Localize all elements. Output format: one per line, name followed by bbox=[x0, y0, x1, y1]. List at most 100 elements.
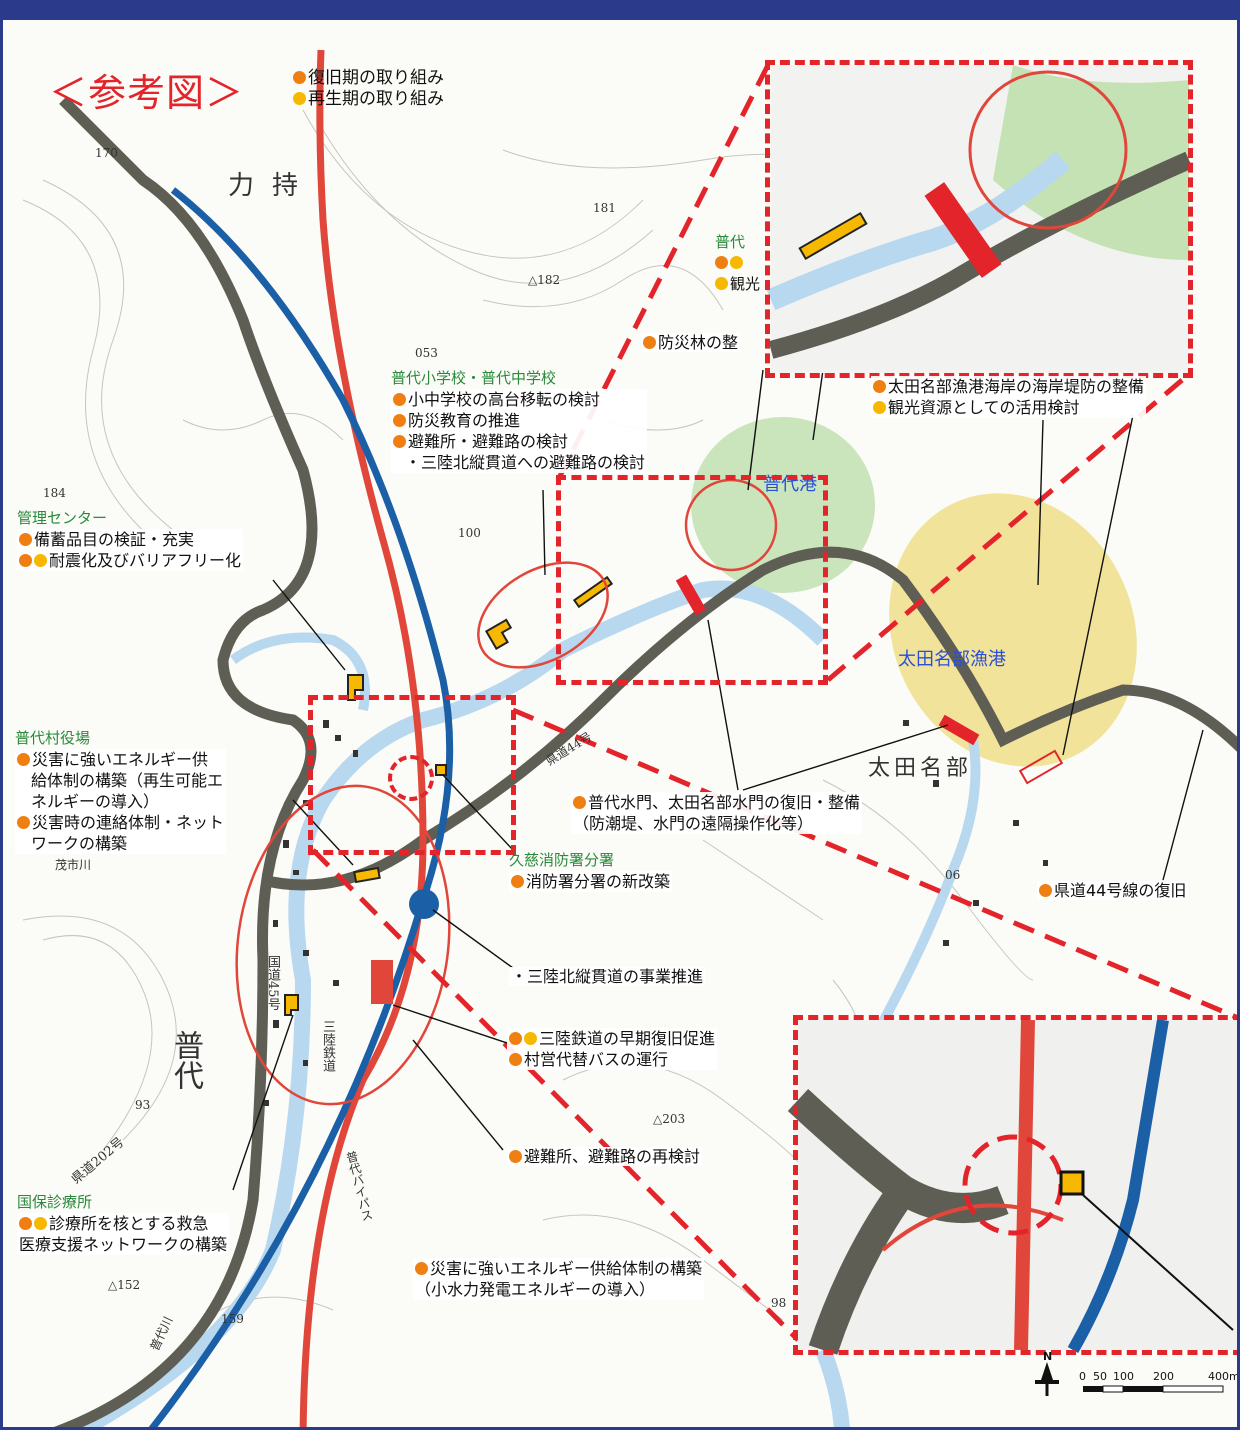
yellow-dot-icon bbox=[34, 554, 47, 567]
otanabe-gate-mark bbox=[938, 714, 980, 746]
callout-gates: 普代水門、太田名部水門の復旧・整備 （防潮堤、水門の遠隔操作化等） bbox=[571, 792, 863, 834]
callout-forest: 防災林の整 bbox=[641, 332, 741, 353]
callout-route44: 県道44号線の復旧 bbox=[1037, 880, 1189, 901]
inset-top-right bbox=[766, 65, 1193, 373]
callout-school-item-1: 小中学校の高台移転の検討 bbox=[408, 390, 601, 409]
zoom-box-inset-bottom bbox=[793, 1015, 1237, 1355]
north-label: N bbox=[1043, 1350, 1053, 1363]
zoom-circle-center bbox=[388, 755, 434, 801]
orange-dot-icon bbox=[19, 554, 32, 567]
orange-dot-icon bbox=[643, 336, 656, 349]
callout-fire-header: 久慈消防署分署 bbox=[509, 851, 615, 869]
label-height-100: 100 bbox=[458, 526, 481, 540]
orange-dot-icon bbox=[873, 380, 886, 393]
callout-office-item-3: ネルギーの導入） bbox=[31, 792, 160, 811]
callout-school-item-2: 防災教育の推進 bbox=[408, 411, 521, 430]
zoom-box-center bbox=[308, 695, 516, 855]
label-momoichi: 茂市川 bbox=[55, 858, 92, 872]
building-marks bbox=[263, 720, 1048, 1106]
orange-dot-icon bbox=[293, 71, 306, 84]
callout-center-item-2: 耐震化及びバリアフリー化 bbox=[49, 551, 242, 570]
callout-gates-item-2: （防潮堤、水門の遠隔操作化等） bbox=[573, 814, 814, 833]
orange-dot-icon bbox=[1039, 884, 1052, 897]
orange-dot-icon bbox=[415, 1262, 428, 1275]
yellow-dot-icon bbox=[293, 92, 306, 105]
orange-dot-icon bbox=[509, 1032, 522, 1045]
callout-office-item-1: 災害に強いエネルギー供 bbox=[32, 750, 209, 769]
callout-forest-text: 防災林の整 bbox=[658, 333, 739, 352]
page-title: ＜参考図＞ bbox=[49, 71, 245, 115]
legend-restoration: 復旧期の取り組み bbox=[308, 68, 444, 88]
label-route45: 国道45号 bbox=[265, 955, 280, 1011]
callout-port-top-header: 普代 bbox=[715, 233, 746, 251]
scale-400: 400m bbox=[1208, 1370, 1240, 1383]
callout-school-item-3: 避難所・避難路の検討 bbox=[408, 432, 569, 451]
callout-hydro: 災害に強いエネルギー供給体制の構築 （小水力発電エネルギーの導入） bbox=[413, 1258, 705, 1300]
label-fudai: 普代 bbox=[168, 1030, 203, 1090]
orange-dot-icon bbox=[393, 414, 406, 427]
callout-port-top-item: 観光 bbox=[730, 275, 761, 293]
label-otanabe: 太田名部 bbox=[868, 756, 973, 781]
orange-dot-icon bbox=[393, 435, 406, 448]
label-height-159: 159 bbox=[221, 1312, 244, 1326]
orange-dot-icon bbox=[715, 256, 728, 269]
callout-clinic: 国保診療所 診療所を核とする救急 医療支援ネットワークの構築 bbox=[17, 1192, 230, 1255]
momoichi-river bbox=[230, 632, 370, 711]
zoom-box-inset-top bbox=[765, 60, 1193, 378]
callout-expressway: ・三陸北縦貫道の事業推進 bbox=[509, 966, 706, 987]
yellow-dot-icon bbox=[524, 1032, 537, 1045]
orange-dot-icon bbox=[509, 1053, 522, 1066]
callout-hydro-item-1: 災害に強いエネルギー供給体制の構築 bbox=[430, 1259, 703, 1278]
callout-clinic-item-1: 診療所を核とする救急 bbox=[49, 1214, 209, 1233]
orange-dot-icon bbox=[19, 533, 32, 546]
label-height-184: 184 bbox=[43, 486, 66, 500]
label-height-181: 181 bbox=[593, 201, 616, 215]
callout-office-item-4: 災害時の連絡体制・ネット bbox=[32, 813, 225, 832]
callout-school: 普代小学校・普代中学校 小中学校の高台移転の検討 防災教育の推進 避難所・避難路… bbox=[391, 368, 648, 473]
callout-office-item-2: 給体制の構築（再生可能エ bbox=[31, 771, 224, 790]
callout-office-item-5: ワークの構築 bbox=[31, 834, 128, 853]
route45-road bbox=[299, 49, 427, 1427]
callout-port-top: 普代 観光 bbox=[715, 232, 760, 295]
label-height-06: 06 bbox=[945, 868, 961, 882]
facility-marks bbox=[284, 575, 614, 1016]
callout-school-item-4: ・三陸北縦貫道への避難路の検討 bbox=[405, 453, 646, 472]
leader-lines bbox=[232, 369, 1204, 1191]
callout-otanabe-item-1: 太田名部漁港海岸の海岸堤防の整備 bbox=[888, 377, 1145, 396]
label-height-203: △203 bbox=[653, 1112, 686, 1126]
interchange-mark bbox=[409, 889, 439, 919]
yellow-dot-icon bbox=[34, 1217, 47, 1230]
callout-gates-item-1: 普代水門、太田名部水門の復旧・整備 bbox=[588, 793, 861, 812]
legend-regeneration: 再生期の取り組み bbox=[308, 89, 444, 109]
otanabe-gate-box bbox=[1018, 749, 1064, 785]
scale-0: 0 bbox=[1079, 1370, 1086, 1383]
scale-graphic bbox=[1035, 1362, 1224, 1396]
local-road bbox=[53, 96, 318, 1427]
callout-center-header: 管理センター bbox=[17, 509, 108, 527]
callout-railway: 三陸鉄道の早期復旧促進 村営代替バスの運行 bbox=[507, 1028, 718, 1070]
station-mark bbox=[371, 960, 393, 1004]
label-height-053: 053 bbox=[415, 346, 438, 360]
label-sanriku-rail: 三陸鉄道 bbox=[320, 1020, 335, 1072]
label-height-170: 170 bbox=[95, 146, 118, 160]
orange-dot-icon bbox=[573, 796, 586, 809]
callout-hydro-item-2: （小水力発電エネルギーの導入） bbox=[415, 1280, 656, 1299]
base-map bbox=[22, 49, 1237, 1427]
orange-dot-icon bbox=[19, 1217, 32, 1230]
legend: 復旧期の取り組み 再生期の取り組み bbox=[293, 68, 444, 110]
callout-school-header: 普代小学校・普代中学校 bbox=[391, 369, 557, 387]
yellow-dot-icon bbox=[873, 401, 886, 414]
label-otanabe-port: 太田名部漁港 bbox=[898, 649, 1006, 670]
callout-fire-item-1: 消防署分署の新改築 bbox=[526, 872, 671, 891]
callout-railway-item-2: 村営代替バスの運行 bbox=[524, 1050, 669, 1069]
yellow-dot-icon bbox=[715, 277, 728, 290]
callout-route44-text: 県道44号線の復旧 bbox=[1054, 881, 1187, 900]
callout-shelter: 避難所、避難路の再検討 bbox=[507, 1146, 703, 1167]
label-hidekuro: 力持 bbox=[228, 171, 317, 201]
label-height-152: △152 bbox=[108, 1278, 141, 1292]
orange-dot-icon bbox=[511, 875, 524, 888]
sanriku-expressway bbox=[148, 187, 454, 1427]
callout-center: 管理センター 備蓄品目の検証・充実 耐震化及びバリアフリー化 bbox=[17, 508, 244, 571]
callout-office: 普代村役場 災害に強いエネルギー供 給体制の構築（再生可能エ ネルギーの導入） … bbox=[15, 728, 227, 854]
